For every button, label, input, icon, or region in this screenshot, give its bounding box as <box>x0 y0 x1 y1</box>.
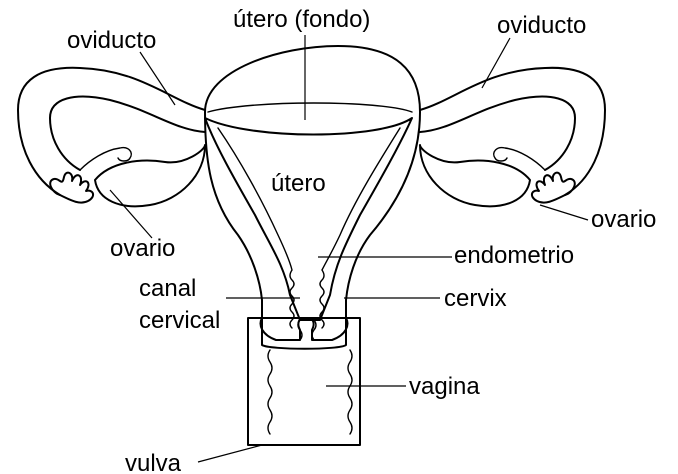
label-canal: canal <box>139 275 196 302</box>
leader-oviducto-right <box>482 38 510 88</box>
leader-vulva <box>198 445 262 462</box>
label-ovario-right: ovario <box>591 206 656 233</box>
fundus-ridge <box>208 103 412 112</box>
vagina-outline <box>248 318 360 445</box>
label-cervix: cervix <box>444 285 507 312</box>
leader-ovario-left <box>110 190 152 238</box>
vaginal-wall-left <box>268 350 272 434</box>
fimbriae-right <box>532 173 575 203</box>
oviduct-right-upper <box>420 68 605 195</box>
ovary-left <box>95 145 205 206</box>
oviduct-left-lower <box>50 97 205 170</box>
label-vulva: vulva <box>125 450 182 474</box>
label-cervical: cervical <box>139 307 220 334</box>
vaginal-wall-right <box>348 350 352 434</box>
label-utero: útero <box>271 170 326 197</box>
ovary-right <box>420 145 530 206</box>
oviduct-left-upper <box>18 68 205 195</box>
label-endometrio: endometrio <box>454 242 574 269</box>
uterine-cavity <box>205 118 412 320</box>
fimbriae-left-detail <box>80 148 131 170</box>
label-oviducto-left: oviducto <box>67 27 156 54</box>
fimbriae-left <box>50 173 93 203</box>
leader-oviducto-left <box>140 52 175 105</box>
label-vagina: vagina <box>409 373 480 400</box>
label-utero-fondo: útero (fondo) <box>233 6 370 33</box>
cervix-outline <box>261 318 348 340</box>
oviduct-right-lower <box>420 97 575 170</box>
label-ovario-left: ovario <box>110 235 175 262</box>
leader-ovario-right <box>540 205 588 220</box>
fimbriae-right-detail <box>494 148 545 170</box>
label-oviducto-right: oviducto <box>497 12 586 39</box>
